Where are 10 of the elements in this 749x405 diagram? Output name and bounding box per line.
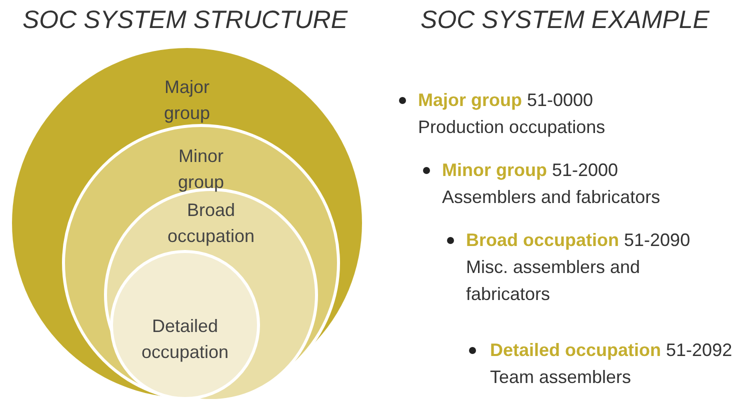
list-item: Detailed occupation 51-2092 Team assemblers [490,339,734,389]
list-item: Broad occupation 51-2090 Misc. assemblers and fabricators [466,229,692,306]
list-item: Minor group 51-2000 Assemblers and fabricators [442,159,662,209]
heading: SOC SYSTEM STRUCTURE [22,6,348,35]
circle-label: Broad occupation [166,199,256,248]
list-item: Major group 51-0000 Production occupations [418,89,606,139]
heading: SOC SYSTEM EXAMPLE [420,6,710,35]
circle-label: Major group [162,76,212,125]
circle-label: Minor group [176,145,226,194]
circle-label: Detailed occupation [140,315,230,364]
